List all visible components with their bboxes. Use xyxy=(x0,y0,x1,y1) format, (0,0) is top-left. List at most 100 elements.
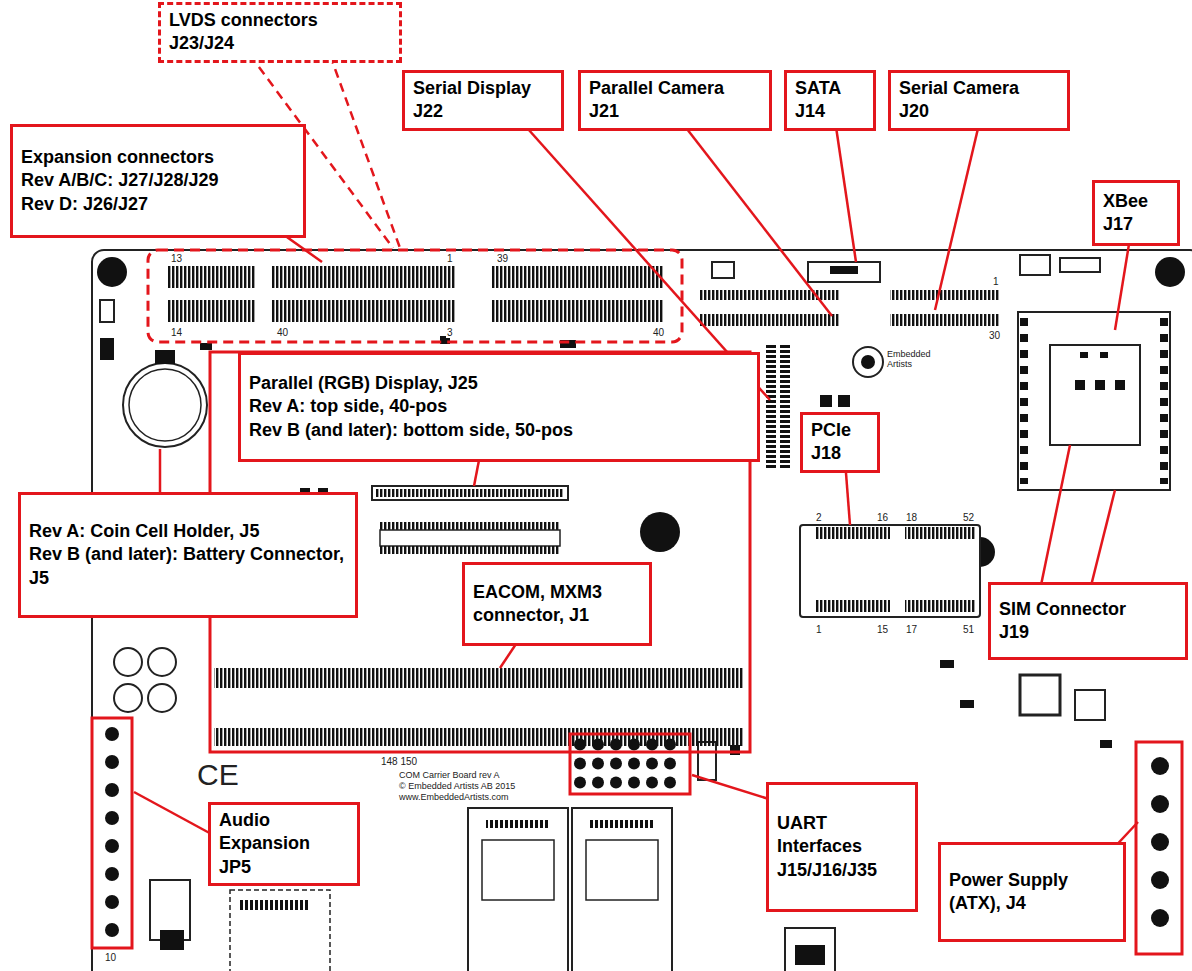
xbee-module xyxy=(1020,318,1028,484)
rgb-display-connector xyxy=(372,486,568,500)
callout-box: SATAJ14 xyxy=(784,70,876,131)
silkscreen-label: 52 xyxy=(962,512,975,523)
sim-holder xyxy=(1050,345,1140,445)
callout-text: J14 xyxy=(795,100,865,123)
io-parts xyxy=(795,945,825,965)
silkscreen-label: 10 xyxy=(104,952,117,963)
silkscreen-label: 17 xyxy=(905,624,918,635)
rgb-display-connector xyxy=(380,530,560,546)
sata-connector xyxy=(808,262,880,282)
callout-text: JP5 xyxy=(219,856,349,879)
leader-line xyxy=(692,775,772,800)
callout-text: XBee xyxy=(1103,190,1169,213)
mxm3-connector xyxy=(214,668,744,688)
leader-line xyxy=(935,120,980,310)
small-parts xyxy=(1060,258,1100,272)
silkscreen-label: 148 150 xyxy=(380,756,418,767)
callout-box: EACOM, MXM3 connector, J1 xyxy=(462,562,652,646)
small-parts xyxy=(940,660,954,668)
rgb-display-connector xyxy=(376,489,564,497)
callout-text: Rev A: top side, 40-pos xyxy=(249,395,749,418)
silkscreen-label: www.EmbeddedArtists.com xyxy=(398,793,510,803)
callout-box: Parallel CameraJ21 xyxy=(578,70,772,131)
callout-text: Serial Camera xyxy=(899,77,1059,100)
silkscreen-label: © Embedded Artists AB 2015 xyxy=(398,782,516,792)
silkscreen-label: Embedded Artists xyxy=(886,350,940,370)
callout-text: Expansion connectors xyxy=(21,146,295,169)
callout-text: J17 xyxy=(1103,213,1169,236)
xbee-module xyxy=(1018,312,1170,490)
io-parts xyxy=(1075,690,1105,720)
expansion-connector xyxy=(492,266,664,288)
callout-box: Power Supply (ATX), J4 xyxy=(938,842,1126,942)
camera-connector xyxy=(890,314,1000,326)
coin-cell-holder xyxy=(155,350,175,364)
pcie-slot xyxy=(905,527,975,539)
ethernet-jack xyxy=(486,820,550,828)
coin-cell-holder xyxy=(123,363,207,447)
callout-box: XBeeJ17 xyxy=(1092,180,1180,246)
sata-connector xyxy=(808,262,880,282)
callout-box: Rev A: Coin Cell Holder, J5Rev B (and la… xyxy=(18,492,358,618)
callout-box: Parallel (RGB) Display, J25Rev A: top si… xyxy=(238,352,760,462)
callout-text: Rev B (and later): bottom side, 50-pos xyxy=(249,419,749,442)
callout-box: LVDS connectorsJ23/J24 xyxy=(158,2,402,63)
callout-box: PCIeJ18 xyxy=(800,412,880,473)
callout-text: Rev A: Coin Cell Holder, J5 xyxy=(29,520,347,543)
header-pins xyxy=(1148,752,1172,942)
leader-line xyxy=(680,120,832,316)
callout-text: Serial Display xyxy=(413,77,553,100)
coin-cell-holder xyxy=(129,369,201,441)
highlight-frame xyxy=(148,250,682,342)
silkscreen-label: 1 xyxy=(992,276,1000,287)
leader-line xyxy=(1040,445,1070,590)
silkscreen-label: 1 xyxy=(446,253,454,264)
callout-text: UART Interfaces J15/J16/J35 xyxy=(777,812,907,882)
coin-cell-holder xyxy=(123,350,207,447)
mounting-hole xyxy=(1155,257,1185,287)
expansion-connector xyxy=(272,300,456,322)
callout-box: Serial DisplayJ22 xyxy=(402,70,564,131)
capacitor xyxy=(148,648,176,676)
sim-holder xyxy=(1075,380,1085,390)
serial-display-connector xyxy=(780,345,790,470)
sim-holder xyxy=(1080,352,1088,358)
expansion-connector xyxy=(168,266,664,322)
callout-text: Power Supply (ATX), J4 xyxy=(949,869,1115,916)
callout-text: J21 xyxy=(589,100,761,123)
silkscreen-label: 1 xyxy=(815,624,823,635)
small-parts xyxy=(100,300,114,322)
small-parts xyxy=(1020,255,1050,275)
header-pins xyxy=(571,735,679,792)
logo xyxy=(853,347,883,377)
silkscreen-label: 40 xyxy=(652,327,665,338)
rgb-display-connector xyxy=(372,486,568,554)
callout-text: Rev D: J26/J27 xyxy=(21,193,295,216)
header-pins xyxy=(100,720,124,944)
small-parts xyxy=(200,343,212,350)
ethernet-jack xyxy=(468,808,672,971)
callout-text: J18 xyxy=(811,442,869,465)
io-parts xyxy=(240,900,310,910)
camera-connector xyxy=(712,262,734,278)
silkscreen-label: 18 xyxy=(905,512,918,523)
callout-text: PCIe xyxy=(811,419,869,442)
ethernet-jack xyxy=(572,808,672,971)
callout-text: Parallel Camera xyxy=(589,77,761,100)
callout-text: Rev A/B/C: J27/J28/J29 xyxy=(21,169,295,192)
logo xyxy=(861,355,875,369)
xbee-module xyxy=(1160,318,1168,484)
expansion-connector xyxy=(168,300,256,322)
leader-line xyxy=(835,120,856,262)
expansion-connector xyxy=(492,300,664,322)
callout-text: SATA xyxy=(795,77,865,100)
silkscreen-label: 16 xyxy=(876,512,889,523)
small-parts xyxy=(820,395,832,407)
ethernet-jack xyxy=(468,808,568,971)
small-parts xyxy=(100,338,114,360)
silkscreen-label: 40 xyxy=(276,327,289,338)
xbee-module xyxy=(1018,312,1170,490)
sim-holder xyxy=(1050,345,1140,445)
leader-line xyxy=(1115,238,1130,330)
io-parts xyxy=(160,930,184,950)
